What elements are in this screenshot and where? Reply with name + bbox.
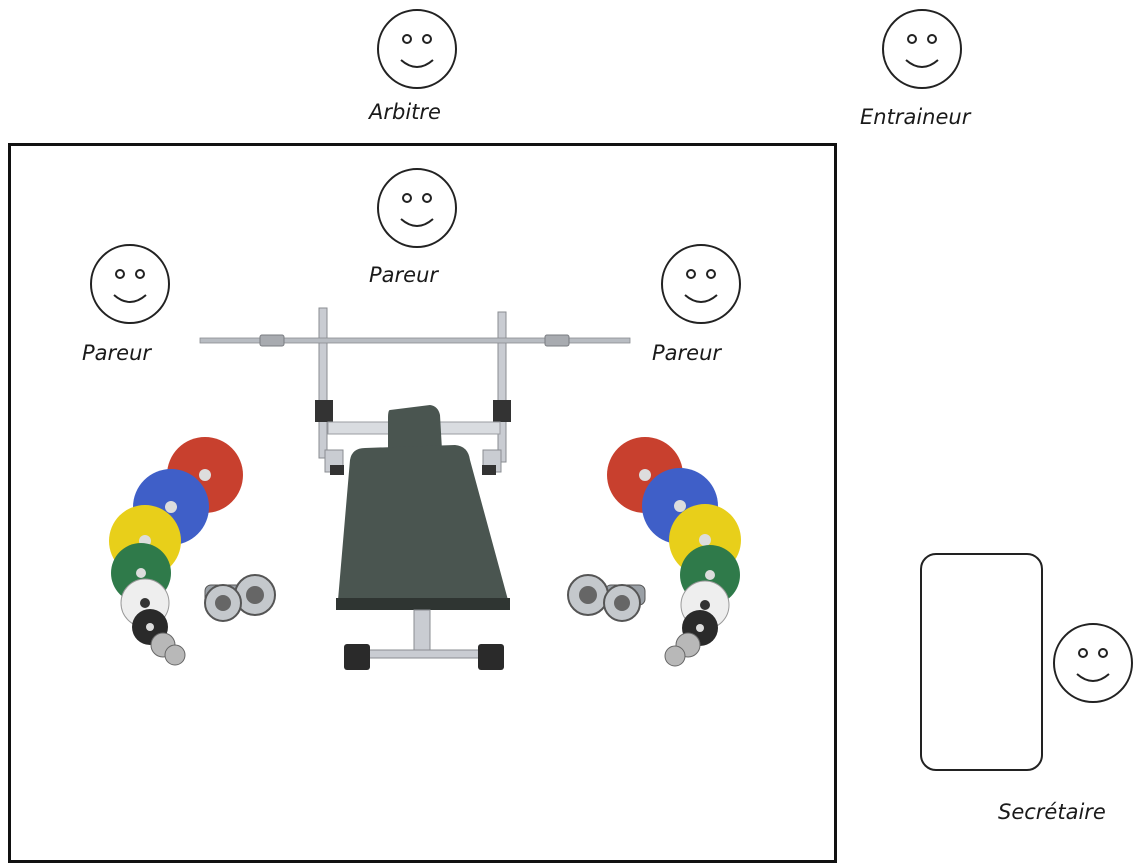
- bench-press-station: [199, 307, 631, 670]
- barbell: [199, 337, 631, 344]
- left-upright: [318, 307, 328, 459]
- pareur-center-label: Pareur: [369, 263, 439, 287]
- left-j-hook: [315, 400, 333, 422]
- pareur-right-label: Pareur: [652, 341, 722, 365]
- pareur-left-label: Pareur: [82, 341, 152, 365]
- secretaire-face-icon: [1053, 623, 1133, 703]
- entraineur-face-icon: [882, 9, 962, 89]
- bench-pad: [337, 445, 509, 610]
- pareur-center-face-icon: [377, 168, 457, 248]
- left-plate-stack: [109, 437, 276, 666]
- secretary-desk: [920, 553, 1043, 771]
- pareur-left-face-icon: [90, 244, 170, 324]
- right-upright: [497, 311, 507, 463]
- left-collar-icon: [204, 574, 276, 622]
- right-j-hook: [493, 400, 511, 422]
- right-plate-stack: [567, 437, 741, 667]
- arbitre-label: Arbitre: [369, 100, 441, 124]
- entraineur-label: Entraineur: [860, 105, 971, 129]
- arbitre-face-icon: [377, 9, 457, 89]
- bench-headrest: [388, 405, 442, 450]
- pareur-right-face-icon: [661, 244, 741, 324]
- right-collar-icon: [567, 574, 646, 622]
- secretaire-label: Secrétaire: [998, 800, 1106, 824]
